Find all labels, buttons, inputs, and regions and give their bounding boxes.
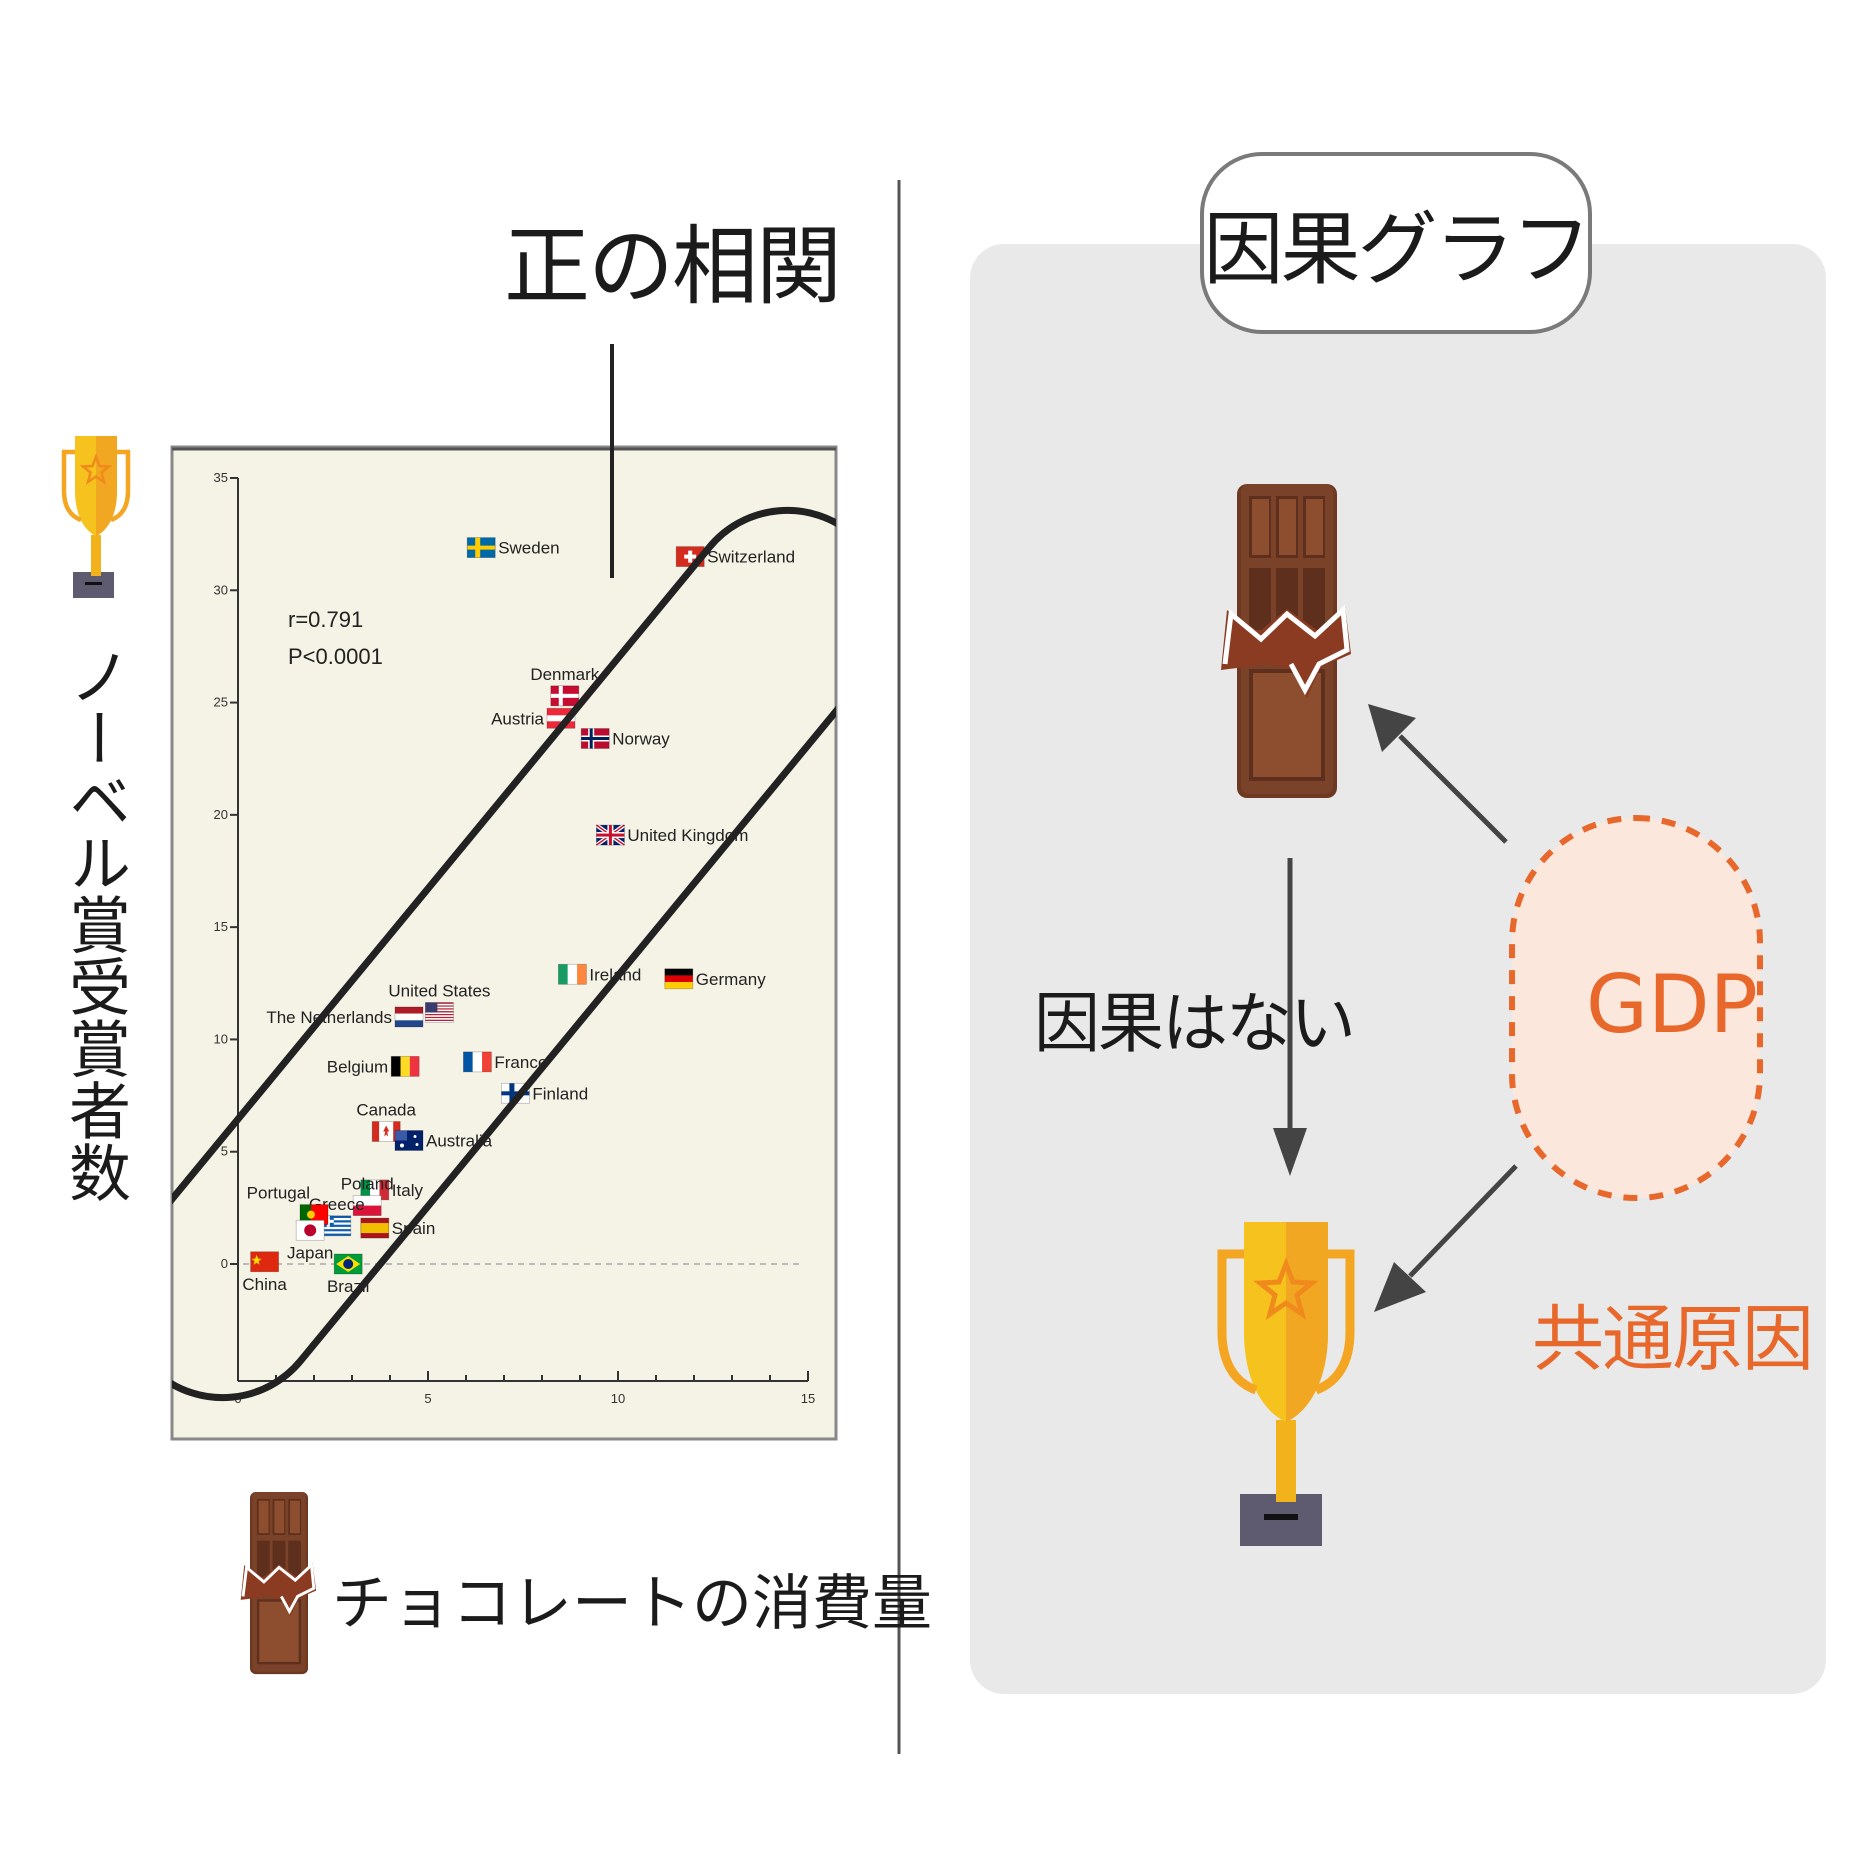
point-label: Portugal	[247, 1184, 310, 1203]
point-label: China	[242, 1275, 287, 1294]
point-se-flag	[466, 537, 496, 559]
x-tick-label: 15	[801, 1391, 815, 1406]
point-label: Poland	[341, 1175, 394, 1194]
point-us-flag	[424, 1002, 454, 1023]
point-label: Norway	[612, 730, 670, 749]
no-causation-label: 因果はない	[1034, 985, 1356, 1062]
point-label: Canada	[356, 1101, 416, 1120]
point-de-flag	[664, 968, 694, 990]
y-tick-label: 10	[214, 1031, 228, 1046]
point-gb-flag	[595, 823, 626, 847]
correlation-title: 正の相関	[504, 217, 842, 317]
correlation-r: r=0.791	[288, 607, 363, 632]
point-pl-flag	[352, 1195, 382, 1217]
y-tick-label: 20	[214, 807, 228, 822]
point-ie-flag	[558, 963, 587, 985]
point-label: Switzerland	[707, 548, 795, 567]
y-tick-label: 25	[214, 695, 228, 710]
point-dk-flag	[550, 685, 580, 707]
point-label: Finland	[532, 1084, 588, 1103]
gdp-to-trophy-arrowhead	[1374, 1262, 1426, 1312]
point-br-flag	[333, 1253, 363, 1275]
plot-background	[170, 445, 838, 1441]
gdp-to-chocolate-arrowhead	[1368, 704, 1416, 752]
point-label: United States	[388, 981, 490, 1000]
point-jp-flag	[295, 1219, 325, 1241]
correlation-ellipse	[172, 506, 836, 1402]
y-tick-label: 35	[214, 470, 228, 485]
gdp-to-trophy-arrow-line	[1408, 1164, 1518, 1278]
y-tick-label: 5	[221, 1144, 228, 1159]
gdp-to-chocolate-arrow-line	[1398, 734, 1508, 844]
point-label: The Netherlands	[266, 1008, 392, 1027]
no-cause-arrowhead	[1273, 1128, 1307, 1176]
point-label: United Kingdom	[627, 826, 748, 845]
data-points: Switzerland SwedenDenmarkAustriaNorwayUni…	[242, 537, 795, 1296]
y-tick-label: 30	[214, 582, 228, 597]
y-axis-label: ノーベル賞受賞者数	[58, 645, 131, 1203]
x-axis-label: チョコレートの消費量	[332, 1569, 932, 1639]
y-tick-label: 15	[214, 919, 228, 934]
point-pt-flag	[299, 1204, 329, 1225]
chocolate-bar-icon	[1221, 484, 1351, 798]
point-fr-flag	[462, 1051, 492, 1073]
point-nl-flag	[394, 1006, 424, 1028]
y-tick-label: 0	[221, 1256, 228, 1271]
causal-graph-title: 因果グラフ	[1203, 203, 1592, 296]
point-label: France	[494, 1053, 547, 1072]
point-label: Italy	[392, 1181, 424, 1200]
point-label: Sweden	[498, 539, 559, 558]
point-gr-flag	[322, 1215, 352, 1237]
x-tick-label: 10	[611, 1391, 625, 1406]
point-label: Japan	[287, 1243, 333, 1262]
point-label: Germany	[696, 970, 766, 989]
point-es-flag	[360, 1217, 390, 1239]
gdp-node	[1509, 815, 1763, 1201]
point-label: Belgium	[327, 1057, 388, 1076]
causal-graph-title-pill: 因果グラフ	[1200, 152, 1592, 334]
point-au-flag	[394, 1130, 424, 1151]
common-cause-label: 共通原因	[1532, 1297, 1814, 1381]
trophy-icon	[1222, 1222, 1350, 1546]
point-label: Denmark	[530, 665, 599, 684]
point-be-flag	[390, 1055, 420, 1077]
point-no-flag	[580, 728, 610, 749]
point-cn-flag	[250, 1251, 280, 1273]
x-tick-label: 5	[424, 1391, 431, 1406]
correlation-p: P<0.0001	[288, 644, 383, 669]
point-label: Austria	[491, 709, 544, 728]
gdp-label: GDP	[1586, 958, 1758, 1051]
